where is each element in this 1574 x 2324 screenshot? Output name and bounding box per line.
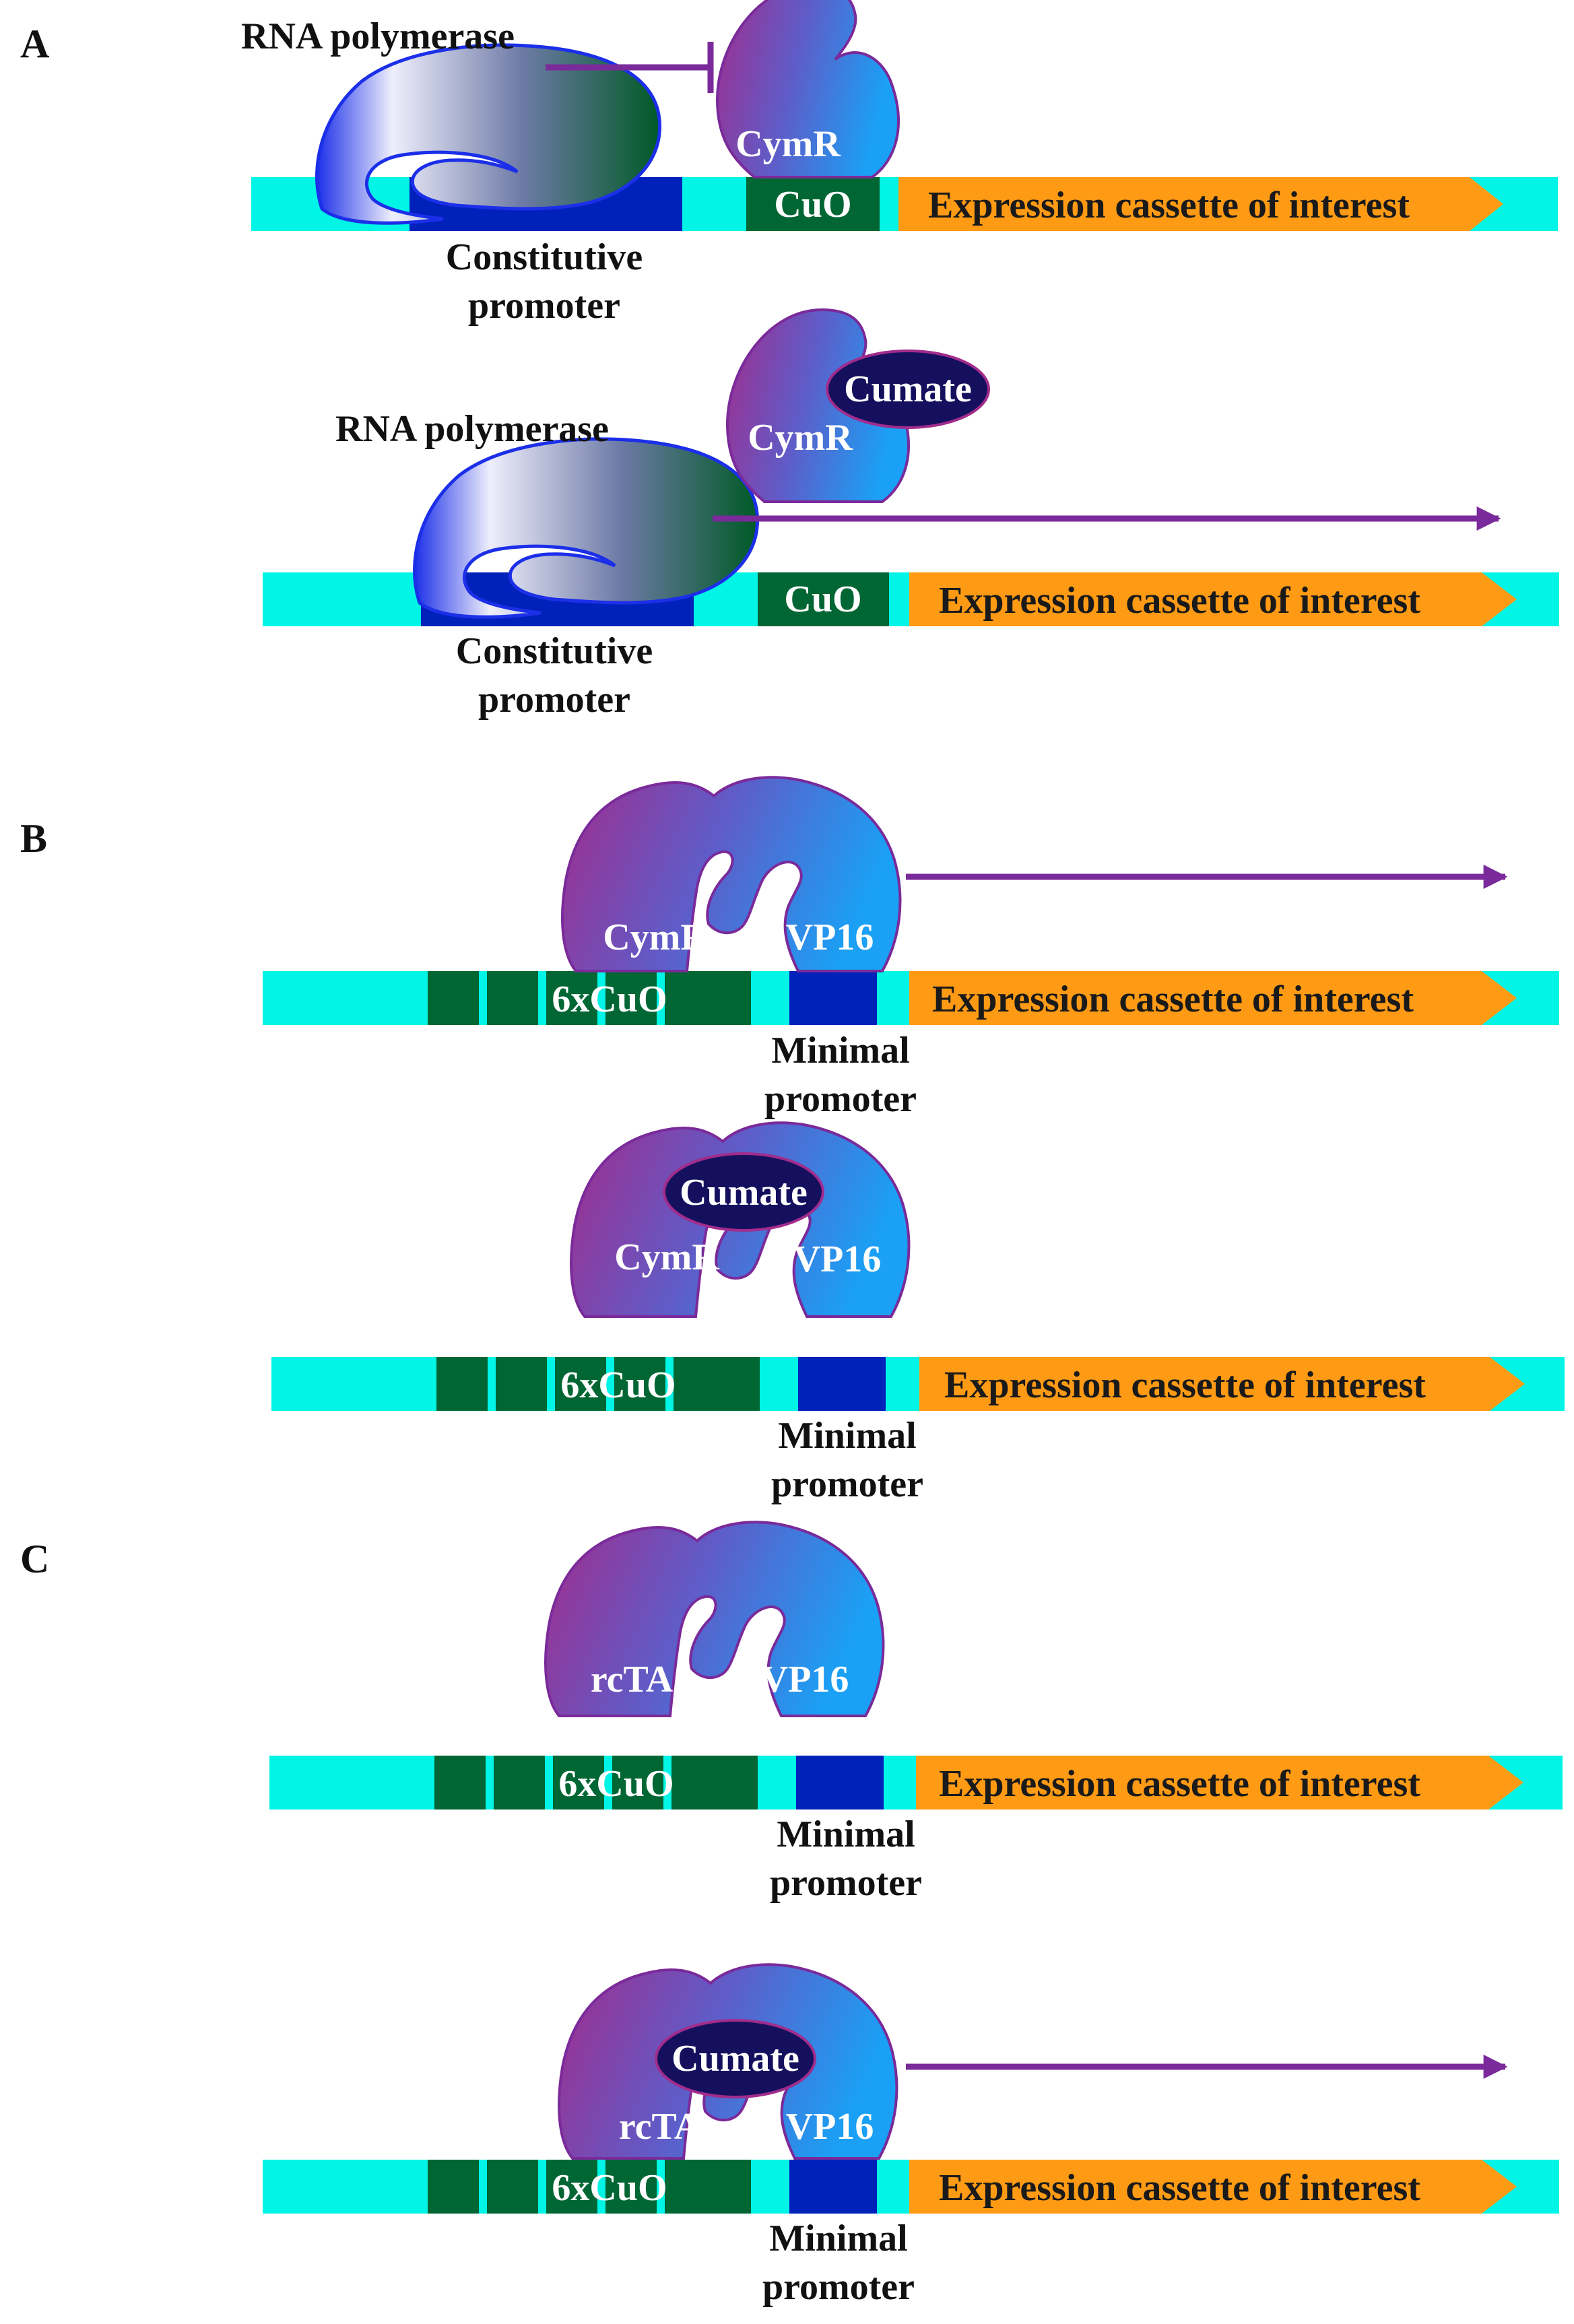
six-cuo-label: 6xCuO	[552, 2167, 667, 2209]
expression-cassette-label: Expression cassette of interest	[928, 185, 1410, 226]
cuo-operator	[746, 177, 880, 231]
minimal-promoter-block	[798, 1357, 886, 1411]
minimal-promoter-label-line1: Minimal	[769, 2218, 907, 2259]
rcta-label: rcTA	[619, 2106, 702, 2148]
expression-cassette-arrow	[919, 1357, 1525, 1411]
panel-label-c: C	[20, 1537, 49, 1581]
cumate-label: Cumate	[671, 2038, 799, 2080]
panel-c-active: 6xCuO Expression cassette of interest Mi…	[263, 1963, 1559, 2308]
panel-b-inactive: 6xCuO Expression cassette of interest Mi…	[271, 1121, 1565, 1505]
cuo-operator	[758, 572, 889, 626]
rcta-label: rcTA	[591, 1659, 674, 1700]
constitutive-promoter-label-line2: promoter	[478, 679, 630, 721]
cuo-block	[555, 1357, 606, 1411]
expression-cassette-arrow	[909, 572, 1517, 626]
cuo-block	[553, 1756, 604, 1810]
cumate-label: Cumate	[844, 368, 972, 410]
minimal-promoter-block	[789, 2160, 877, 2214]
cuo-label: CuO	[784, 578, 861, 620]
cuo-block	[546, 971, 597, 1025]
cuo-block	[428, 971, 479, 1025]
constitutive-promoter-label-line1: Constitutive	[456, 630, 653, 672]
cuo-block	[713, 1357, 760, 1411]
cumate-label: Cumate	[680, 1172, 808, 1214]
expression-cassette-arrow	[909, 2160, 1517, 2214]
cuo-block	[487, 971, 538, 1025]
panel-label-a: A	[20, 22, 49, 66]
panel-a-induced: CuO Expression cassette of interest RNA …	[263, 308, 1559, 721]
cuo-block	[494, 1756, 545, 1810]
cymr-label: CymR	[748, 417, 853, 459]
minimal-promoter-label-line2: promoter	[770, 1862, 922, 1904]
minimal-promoter-block	[789, 971, 877, 1025]
cuo-block	[546, 2160, 597, 2214]
panel-a-repressed: CuO Expression cassette of interest RNA …	[241, 0, 1558, 327]
minimal-promoter-label-line1: Minimal	[778, 1415, 916, 1457]
six-cuo-label: 6xCuO	[560, 1364, 676, 1406]
vp16-label: VP16	[786, 2106, 874, 2148]
cuo-block	[605, 2160, 657, 2214]
panel-c-inactive: 6xCuO Expression cassette of interest Mi…	[269, 1521, 1563, 1904]
cuo-block	[434, 1756, 486, 1810]
rna-polymerase-shape	[415, 439, 758, 617]
cuo-block	[704, 2160, 751, 2214]
expression-cassette-label: Expression cassette of interest	[944, 1364, 1426, 1406]
expression-cassette-label: Expression cassette of interest	[939, 1763, 1420, 1805]
expression-cassette-arrow	[909, 971, 1517, 1025]
cuo-label: CuO	[774, 184, 851, 226]
cuo-block	[487, 2160, 538, 2214]
minimal-promoter-label-line2: promoter	[771, 1463, 923, 1505]
six-cuo-label: 6xCuO	[558, 1763, 674, 1805]
cuo-block	[711, 1756, 758, 1810]
cumate-molecule	[655, 2019, 816, 2098]
rna-polymerase-label: RNA polymerase	[241, 15, 515, 57]
cumate-molecule	[826, 350, 990, 429]
minimal-promoter-label-line1: Minimal	[771, 1030, 909, 1071]
cuo-block	[704, 971, 751, 1025]
six-cuo-label: 6xCuO	[552, 978, 667, 1020]
rna-polymerase-shape	[317, 45, 660, 223]
expression-cassette-arrow	[898, 177, 1503, 231]
cuo-block	[496, 1357, 547, 1411]
expression-cassette-label: Expression cassette of interest	[939, 2167, 1420, 2209]
vp16-label: VP16	[786, 917, 874, 958]
cuo-block	[614, 1357, 665, 1411]
cuo-block	[605, 971, 657, 1025]
cuo-block	[436, 1357, 488, 1411]
minimal-promoter-block	[796, 1756, 884, 1810]
cymr-label: CymR	[614, 1236, 719, 1278]
expression-cassette-label: Expression cassette of interest	[932, 978, 1414, 1020]
cumate-molecule	[663, 1152, 824, 1232]
constitutive-promoter-label-line2: promoter	[468, 285, 620, 327]
cuo-block	[612, 1756, 663, 1810]
cymr-label: CymR	[735, 123, 841, 165]
vp16-label: VP16	[793, 1238, 882, 1280]
cuo-block	[428, 2160, 479, 2214]
vp16-label: VP16	[761, 1659, 849, 1700]
cymr-label: CymR	[603, 917, 708, 958]
minimal-promoter-label-line2: promoter	[764, 1078, 917, 1120]
rna-polymerase-label: RNA polymerase	[335, 408, 609, 450]
minimal-promoter-label-line1: Minimal	[777, 1814, 915, 1855]
constitutive-promoter-label-line1: Constitutive	[446, 236, 643, 278]
minimal-promoter-label-line2: promoter	[762, 2266, 915, 2308]
expression-cassette-arrow	[916, 1756, 1523, 1810]
panel-b-active: 6xCuO Expression cassette of interest Mi…	[263, 776, 1559, 1120]
expression-cassette-label: Expression cassette of interest	[939, 580, 1420, 622]
panel-label-b: B	[20, 816, 47, 861]
